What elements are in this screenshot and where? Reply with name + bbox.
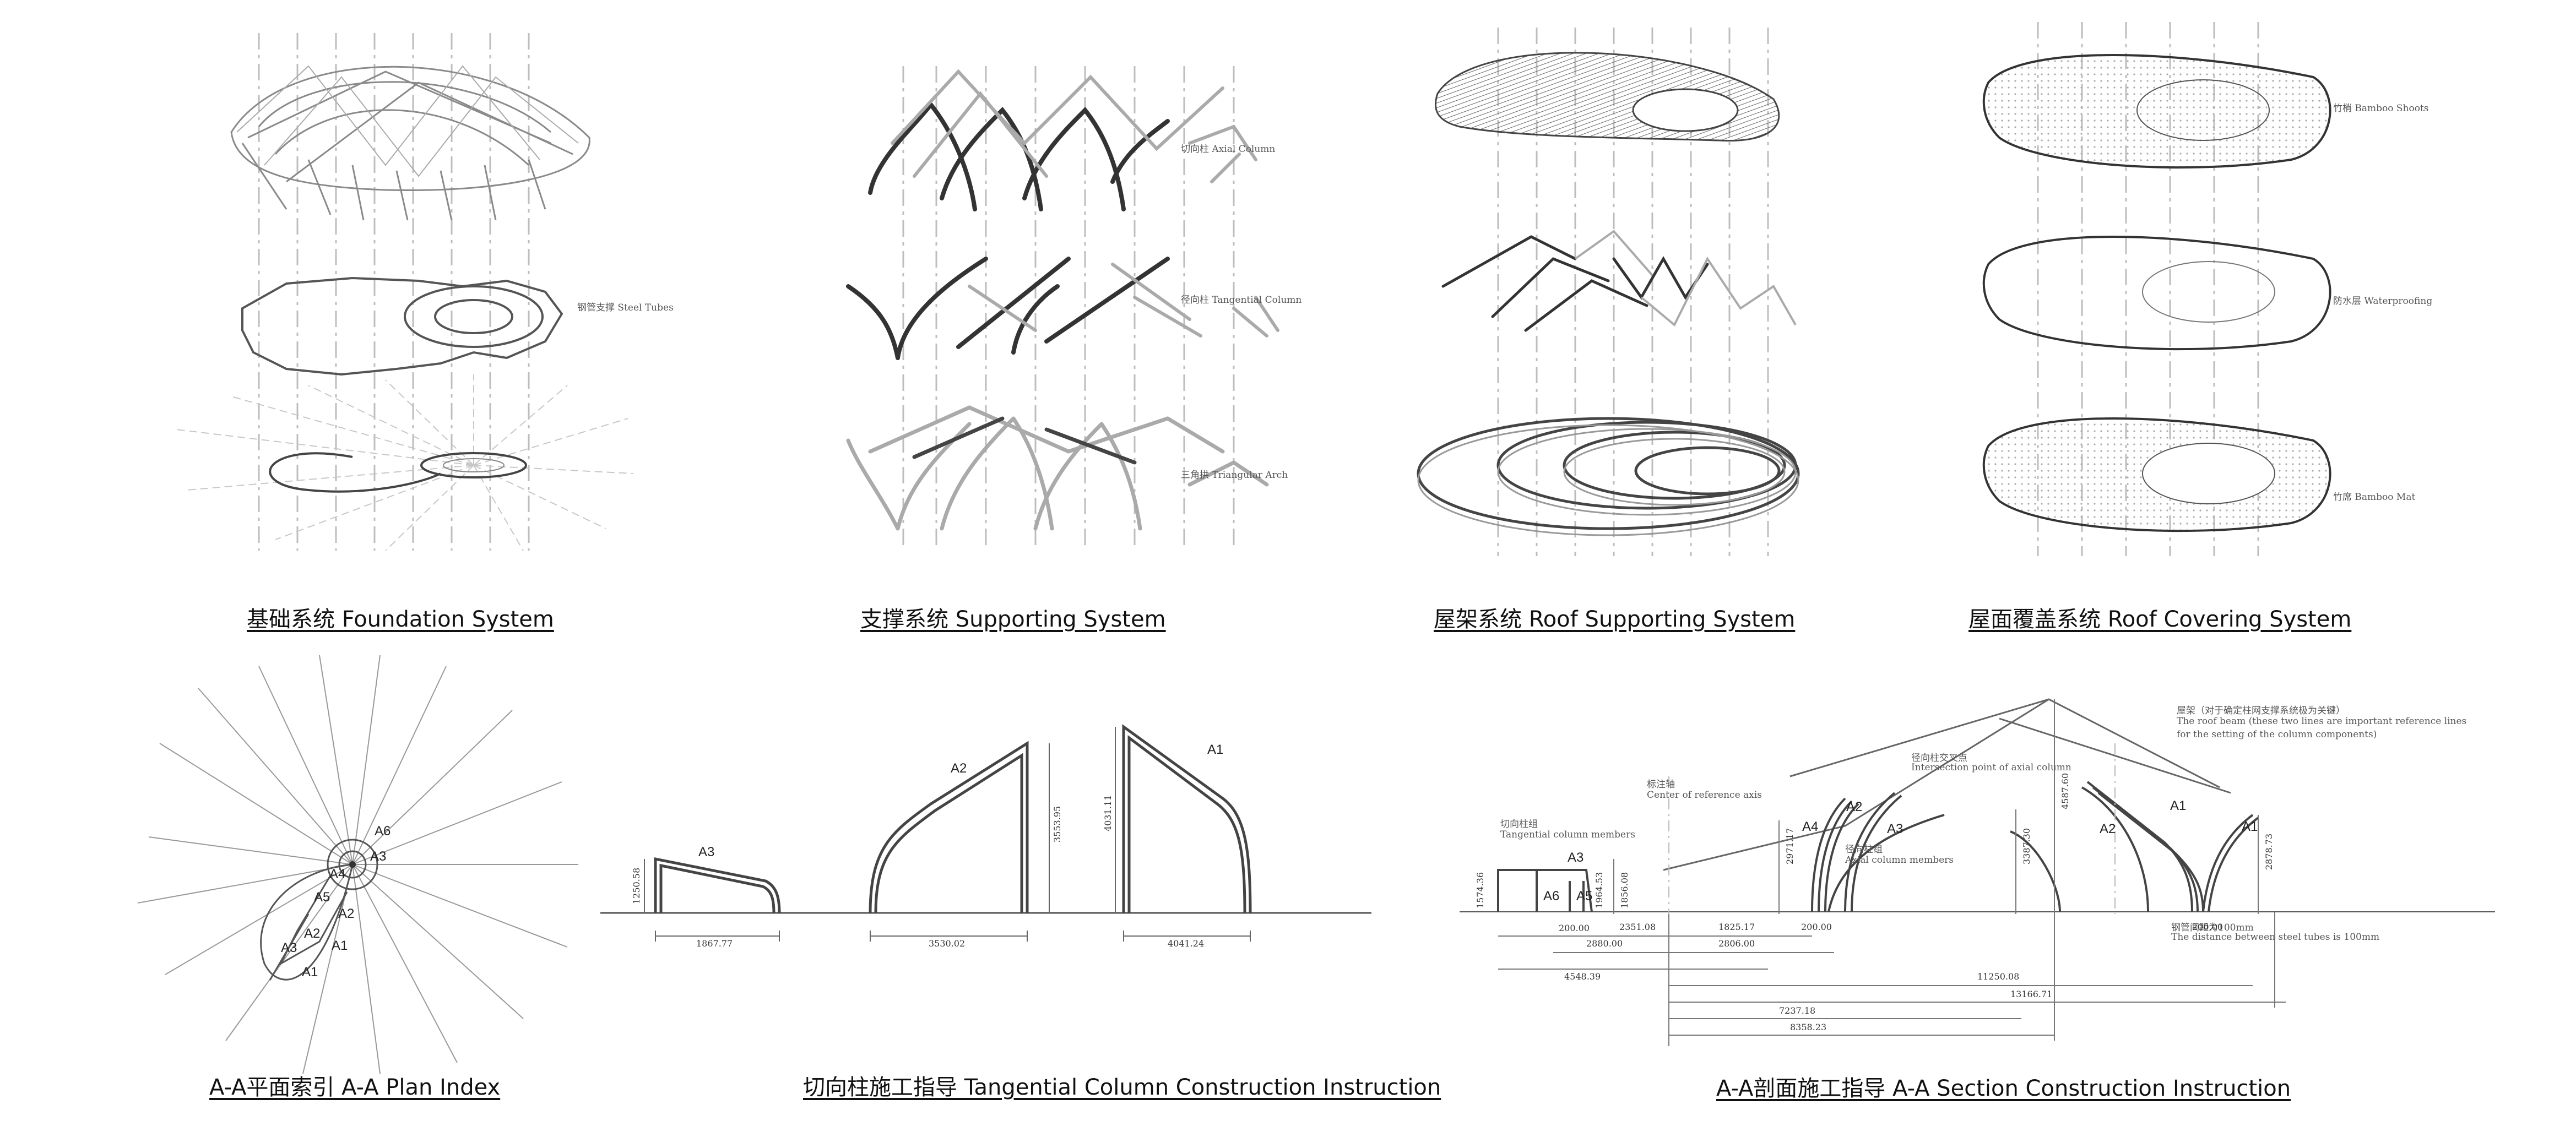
tangential-members-en: Tangential column members <box>1500 829 1635 840</box>
section-a6-label: A6 <box>1543 889 1560 904</box>
tangential-a1-label: A1 <box>1207 742 1224 757</box>
tangential-a2-height: 3553.95 <box>1052 806 1062 842</box>
section-height-1: 1574.36 <box>1475 872 1485 909</box>
plan-label-a1-bottom: A1 <box>302 965 318 980</box>
section-a3-small-label: A3 <box>1568 850 1584 865</box>
section-dim-9: 8358.23 <box>1790 1022 1827 1032</box>
supporting-drawing <box>846 66 1279 545</box>
section-a5-label: A5 <box>1576 889 1593 904</box>
section-height-3: 2971.17 <box>1785 828 1795 864</box>
foundation-panel: 钢管支撑 Steel Tubes <box>0 0 674 639</box>
plan-label-a5: A5 <box>314 890 330 905</box>
section-dim-6: 11250.08 <box>1977 971 2020 982</box>
roof-supporting-panel <box>1410 0 1807 639</box>
section-a2-left-label: A2 <box>1846 799 1863 814</box>
section-dim-10: 200.00 <box>1559 923 1590 933</box>
intersection-en: Intersection point of axial column <box>1911 762 2071 773</box>
foundation-drawing <box>176 33 634 551</box>
axial-members-en: Axial column members <box>1845 855 1954 866</box>
section-a2-right-label: A2 <box>2100 822 2116 836</box>
tangential-a1-height: 4031.11 <box>1103 795 1113 831</box>
ref-axis-cn: 标注轴 <box>1647 779 1675 790</box>
section-panel: A4 A2 A3 A1 A2 A1 A3 A6 A5 屋架（对于确定柱网支撑系统… <box>1460 677 2576 1063</box>
section-dim-8: 7237.18 <box>1779 1005 1816 1016</box>
section-a1-right-label: A1 <box>2242 819 2258 834</box>
roof-beam-en1: The roof beam (these two lines are impor… <box>2177 716 2467 727</box>
axial-members-cn: 径向柱组 <box>1845 844 1883 855</box>
bamboo-mat-label: 竹席 Bamboo Mat <box>2333 492 2416 503</box>
section-a4-label: A4 <box>1802 819 1819 834</box>
section-height-5: 4587.60 <box>2060 773 2070 809</box>
section-dim-11: 200.00 <box>1801 922 1832 932</box>
section-caption: A-A剖面施工指导 A-A Section Construction Instr… <box>1716 1076 2291 1101</box>
section-height-7: 1856.08 <box>1619 872 1630 909</box>
roof-covering-drawing <box>1982 22 2331 556</box>
tangential-a1-width: 4041.24 <box>1168 938 1205 949</box>
intersection-cn: 径向柱交叉点 <box>1911 753 1967 764</box>
steel-tubes-label: 钢管支撑 Steel Tubes <box>577 302 674 313</box>
bamboo-shoots-label: 竹梢 Bamboo Shoots <box>2333 103 2429 114</box>
plan-label-a2-right: A2 <box>338 906 355 921</box>
plan-label-a3-top: A3 <box>370 849 387 864</box>
section-dim-7: 13166.71 <box>2010 989 2053 999</box>
supporting-caption: 支撑系统 Supporting System <box>860 607 1166 632</box>
foundation-caption: 基础系统 Foundation System <box>247 607 554 632</box>
plan-index-caption: A-A平面索引 A-A Plan Index <box>209 1075 501 1100</box>
section-dim-2: 1825.17 <box>1718 922 1755 932</box>
section-dim-5: 4548.39 <box>1564 971 1601 982</box>
section-dim-4: 2806.00 <box>1718 938 1755 949</box>
section-height-2: 1964.53 <box>1594 872 1604 909</box>
roof-supporting-caption: 屋架系统 Roof Supporting System <box>1434 607 1796 632</box>
ref-axis-en: Center of reference axis <box>1647 790 1762 801</box>
plan-label-a2-left: A2 <box>304 926 321 941</box>
spacing-cn: 钢管间距为100mm <box>2171 922 2254 933</box>
tangential-members-cn: 切向柱组 <box>1500 819 1538 830</box>
supporting-panel: 切向柱 Axial Column 径向柱 Tangential Column 三… <box>804 0 1410 639</box>
spacing-en: The distance between steel tubes is 100m… <box>2171 932 2380 943</box>
tangential-column-label: 径向柱 Tangential Column <box>1181 295 1302 306</box>
tangential-a2-label: A2 <box>951 761 967 776</box>
plan-index-drawing <box>137 655 578 1074</box>
plan-index-panel: A6 A3 A4 A5 A2 A2 A3 A1 A1 <box>116 655 595 1074</box>
plan-label-a4: A4 <box>329 867 346 882</box>
tangential-panel: A3 A2 A1 1867.77 3530.02 4041.24 1250.58… <box>600 705 1371 969</box>
waterproofing-label: 防水层 Waterproofing <box>2333 296 2433 307</box>
roof-covering-panel: 竹梢 Bamboo Shoots 防水层 Waterproofing 竹席 Ba… <box>1961 0 2576 639</box>
tangential-a3-width: 1867.77 <box>696 938 733 949</box>
tangential-drawing <box>600 724 1371 942</box>
plan-label-a6: A6 <box>375 824 391 839</box>
section-dim-3: 2880.00 <box>1586 938 1623 949</box>
section-drawing <box>1460 698 2495 1046</box>
plan-label-a3-left: A3 <box>281 940 297 955</box>
triangular-arch-label: 三角拱 Triangular Arch <box>1181 470 1288 481</box>
tangential-a3-height: 1250.58 <box>631 867 642 904</box>
section-dim-12: 200.00 <box>2192 922 2223 932</box>
tangential-a3-label: A3 <box>698 845 715 860</box>
roof-beam-en2: for the setting of the column components… <box>2177 729 2377 740</box>
roof-covering-caption: 屋面覆盖系统 Roof Covering System <box>1968 607 2352 632</box>
section-height-6: 2878.73 <box>2264 833 2274 870</box>
section-height-4: 3387.30 <box>2021 828 2032 864</box>
section-a3-label: A3 <box>1887 822 1903 836</box>
roof-beam-cn: 屋架（对于确定柱网支撑系统极为关键） <box>2177 705 2345 716</box>
roof-supporting-drawing <box>1417 28 1800 556</box>
axial-column-label: 切向柱 Axial Column <box>1181 144 1276 155</box>
tangential-caption: 切向柱施工指导 Tangential Column Construction I… <box>803 1075 1441 1100</box>
section-a1-mid-label: A1 <box>2170 798 2187 813</box>
section-dim-1: 2351.08 <box>1619 922 1656 932</box>
tangential-a2-width: 3530.02 <box>929 938 966 949</box>
plan-label-a1-right: A1 <box>332 938 348 953</box>
